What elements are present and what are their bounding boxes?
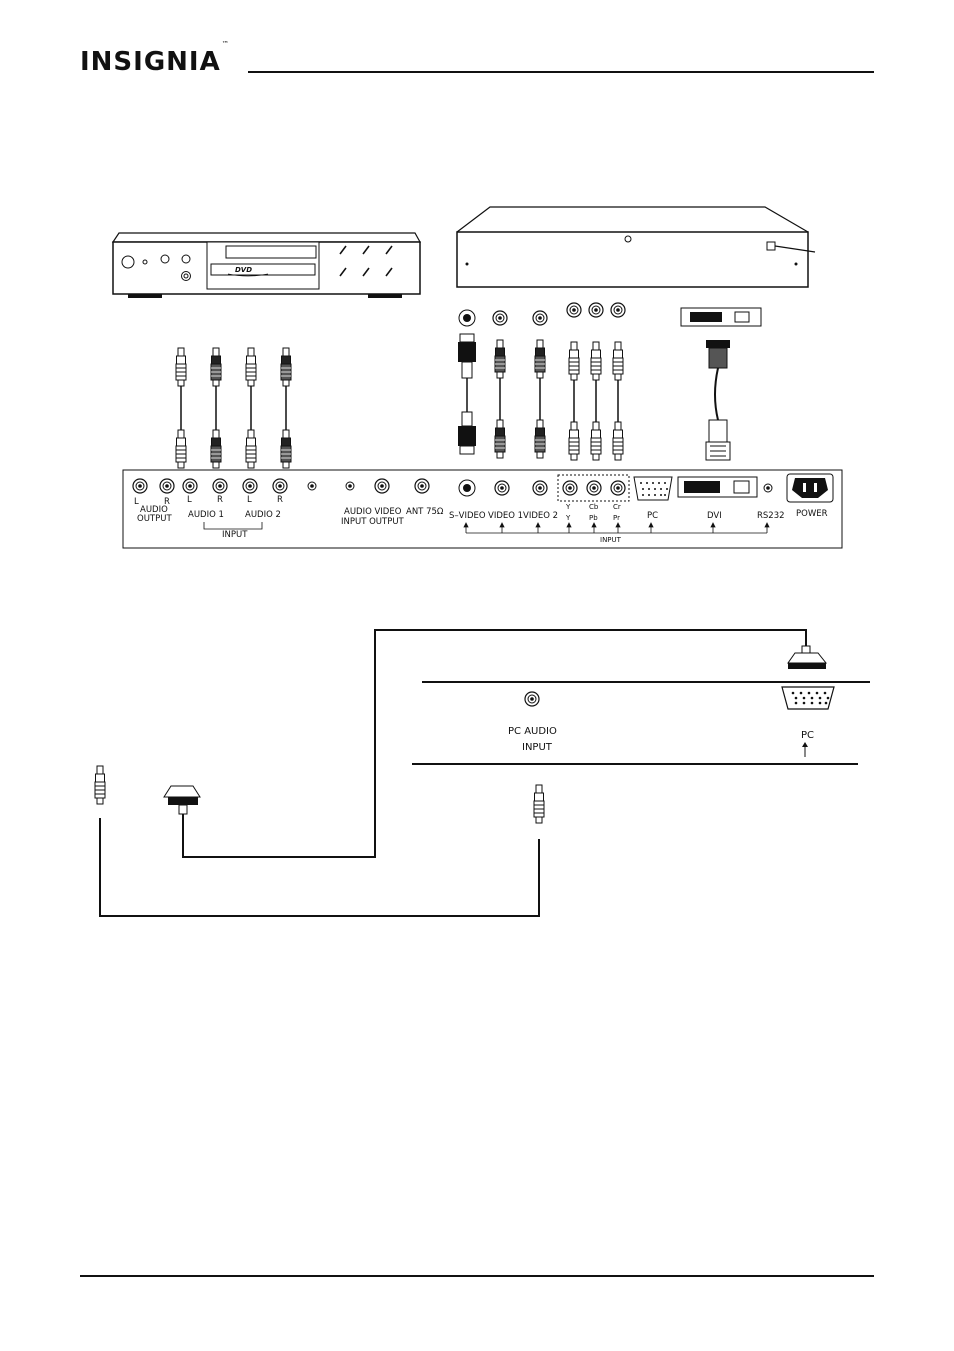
audio-output-l: L [134, 497, 139, 507]
pc-audio-label-1: PC AUDIO [508, 726, 557, 737]
component-pr: Pr [613, 514, 620, 522]
rs232-label: RS232 [757, 511, 785, 521]
audio2-l: L [247, 495, 252, 505]
svideo-label: S–VIDEO [449, 511, 486, 521]
audio-cables [176, 348, 291, 468]
dvi-cable [706, 340, 730, 460]
power-label: POWER [796, 509, 828, 519]
svideo-cable [458, 334, 476, 454]
video1-label: VIDEO 1 [488, 511, 523, 521]
ant-label: ANT 75Ω [406, 507, 444, 517]
audio1-l: L [187, 495, 192, 505]
pc-audio-label-2: INPUT [522, 742, 553, 753]
component-y-top: Y [565, 503, 571, 511]
audio-input-group: INPUT [222, 530, 248, 540]
pc-connection-detail: PC AUDIO INPUT PC [95, 630, 870, 916]
audio2-label: AUDIO 2 [245, 510, 281, 520]
rear-device-jacks [459, 303, 761, 326]
audio2-r: R [277, 495, 283, 505]
component-y-bottom: Y [565, 514, 571, 522]
tv-connector-panel: L R AUDIO OUTPUT L R L R AUDIO 1 AUDIO 2… [123, 470, 842, 548]
input-output-label: INPUT OUTPUT [341, 517, 405, 527]
audio-video-label: AUDIO VIDEO [344, 507, 402, 517]
video2-label: VIDEO 2 [523, 511, 558, 521]
audio1-r: R [217, 495, 223, 505]
audio1-label: AUDIO 1 [188, 510, 224, 520]
dvd-player: DVD [113, 233, 420, 298]
rear-device [457, 207, 815, 287]
component-input-group: INPUT [600, 536, 622, 544]
component-cb: Cb [589, 503, 599, 511]
audio-output-label-2: OUTPUT [137, 514, 172, 524]
pc-label: PC [647, 511, 658, 521]
dvi-label: DVI [707, 511, 722, 521]
video-cables [495, 340, 623, 460]
component-cr: Cr [613, 503, 621, 511]
component-pb: Pb [589, 514, 598, 522]
pc-port-label: PC [801, 730, 814, 741]
dvd-logo: DVD [235, 266, 252, 274]
